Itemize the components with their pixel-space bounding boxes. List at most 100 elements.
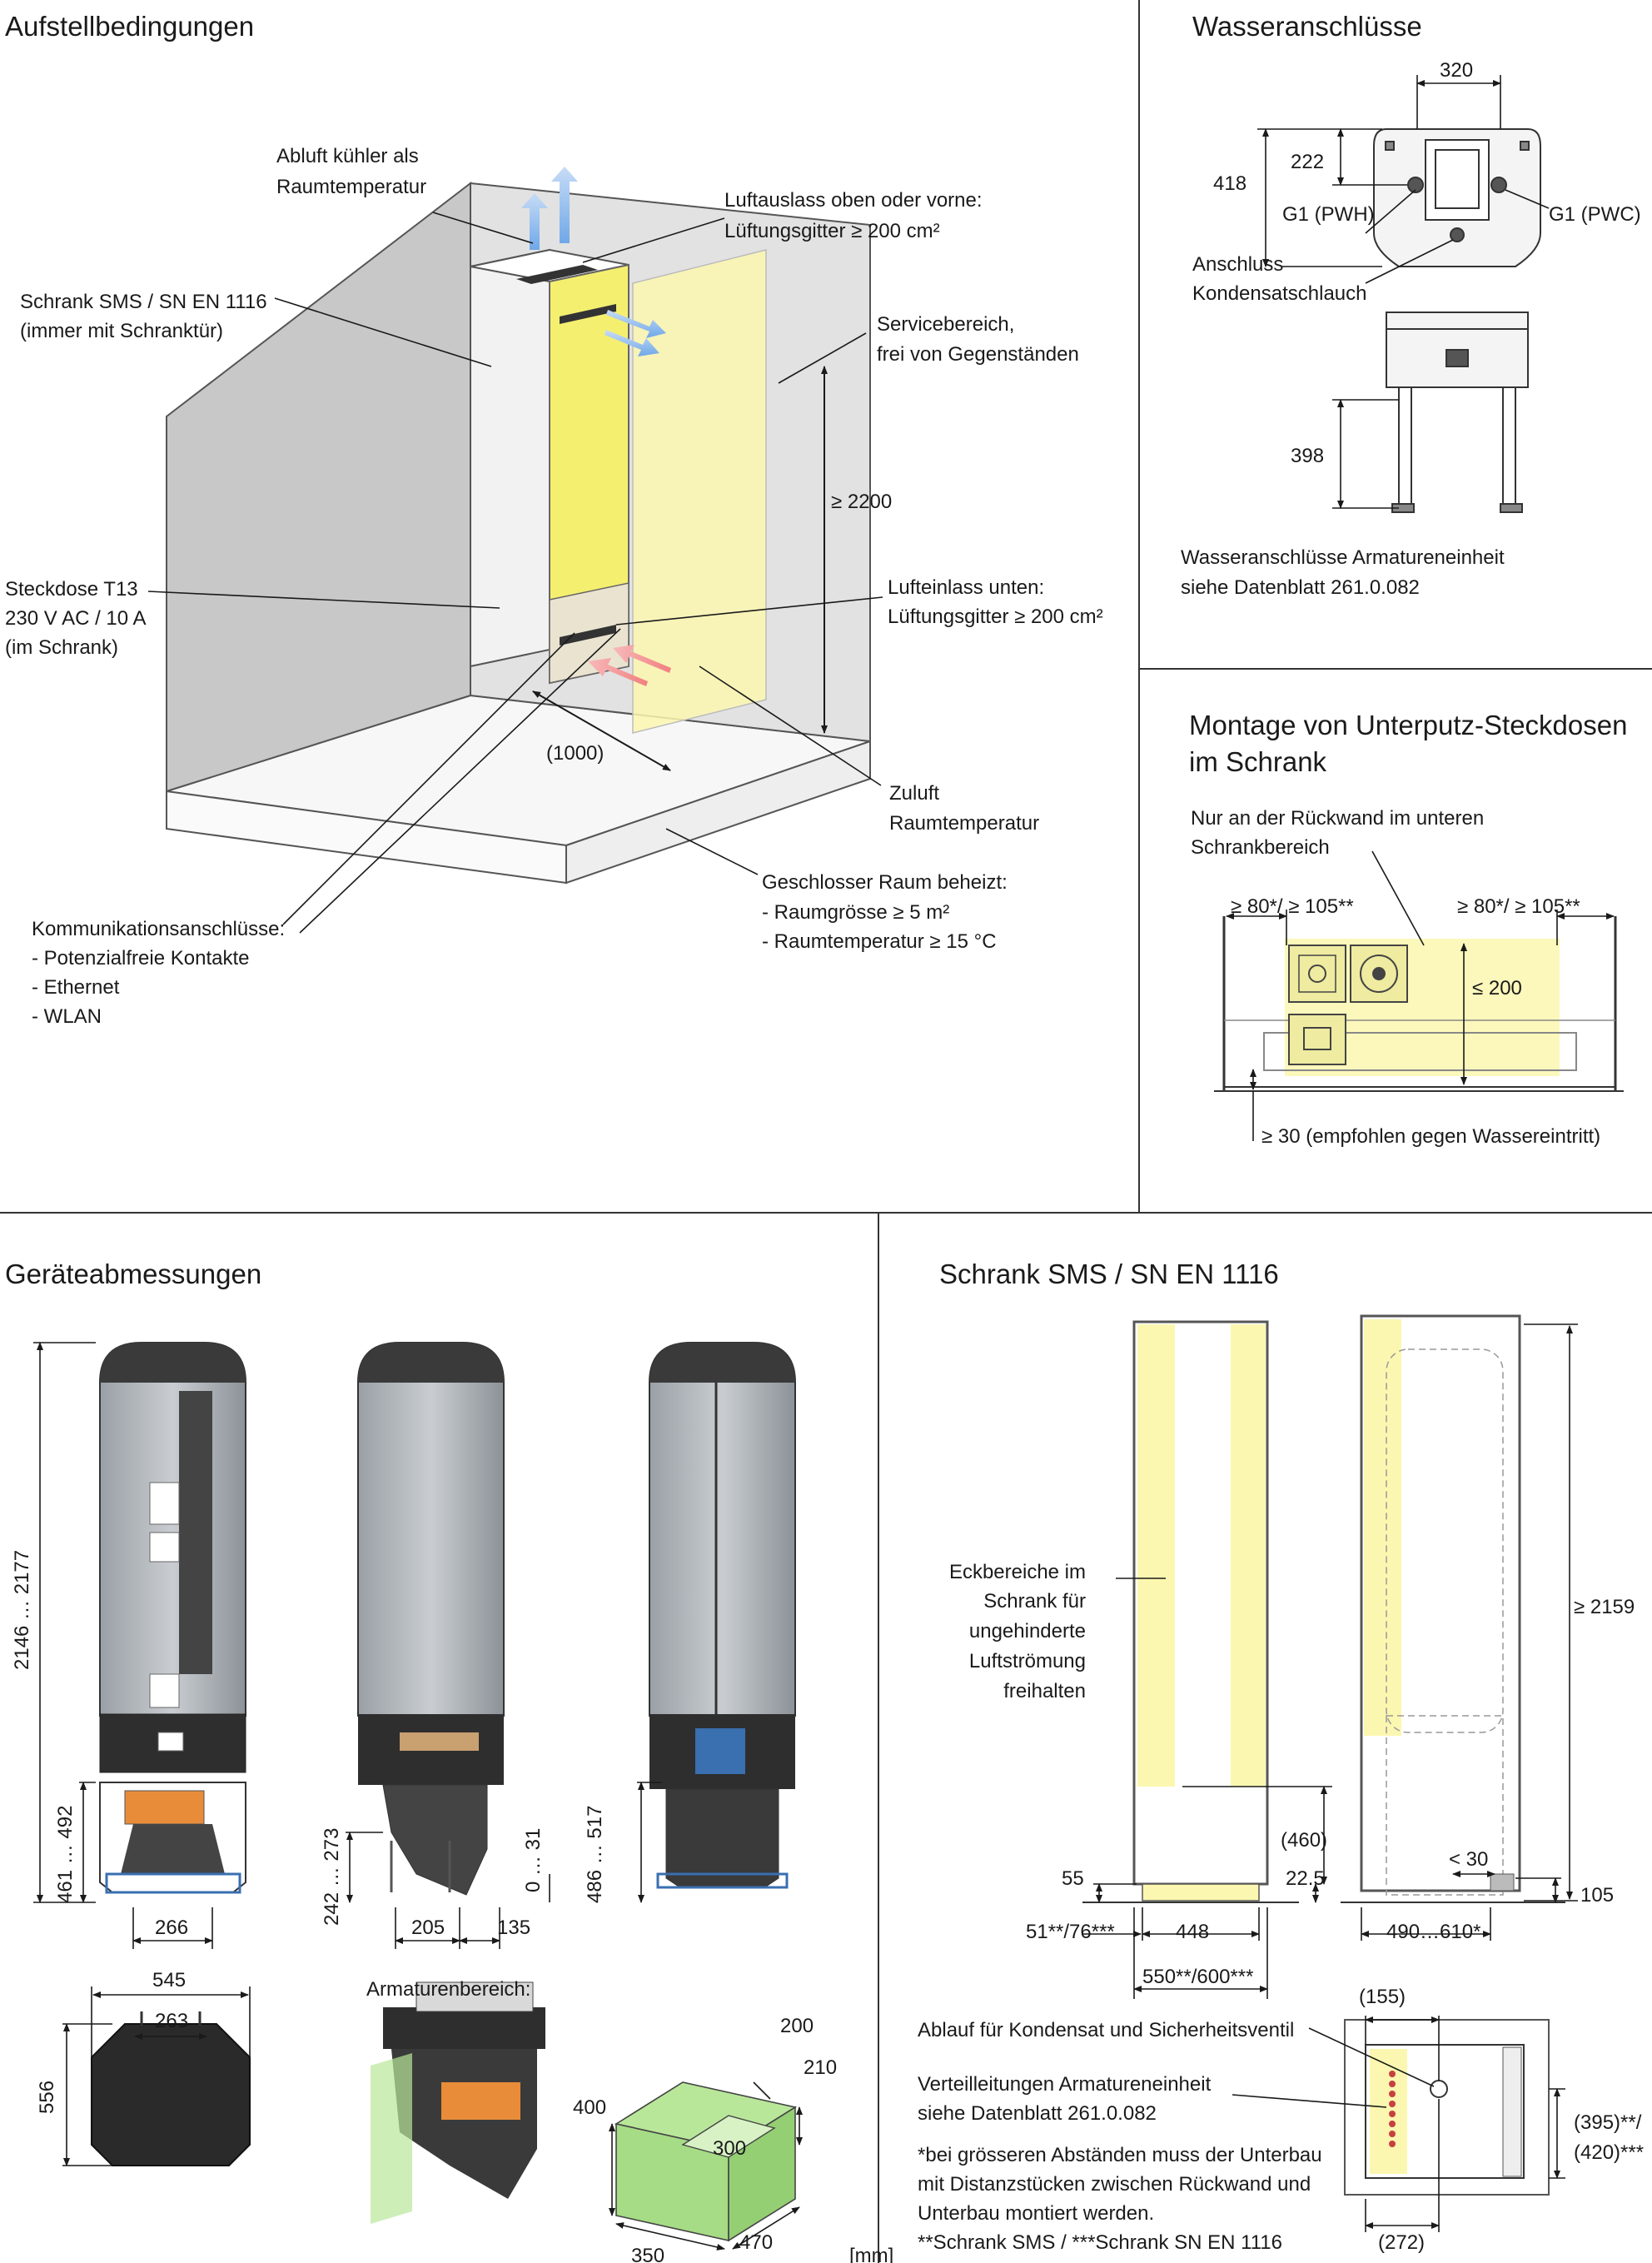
label-komm-4: - WLAN xyxy=(32,1005,102,1028)
label-komm-2: - Potenzialfreie Kontakte xyxy=(32,947,249,970)
dim-395: (395)**/ xyxy=(1574,2111,1642,2134)
dim-550-600: 550**/600*** xyxy=(1142,1966,1253,1988)
dim-155: (155) xyxy=(1359,1986,1406,2008)
label-zuluft-1: Zuluft xyxy=(889,782,939,805)
dim-22-5: 22.5 xyxy=(1286,1867,1325,1890)
title-schrank: Schrank SMS / SN EN 1116 xyxy=(939,1259,1279,1289)
label-eck-3: ungehinderte xyxy=(969,1620,1086,1642)
aufstell-labels: Abluft kühler als Raumtemperatur Luftaus… xyxy=(5,145,1103,1028)
dim-300-box: 300 xyxy=(713,2137,746,2160)
dim-418: 418 xyxy=(1213,172,1246,195)
dim-left-80: ≥ 80*/ ≥ 105** xyxy=(1231,895,1354,918)
cabinet-labels: Eckbereiche im Schrank für ungehinderte … xyxy=(918,1561,1644,2254)
dim-398: 398 xyxy=(1291,445,1324,467)
socket-hint-1: Nur an der Rückwand im unteren xyxy=(1191,807,1484,830)
label-lufteinlass-1: Lufteinlass unten: xyxy=(888,576,1044,599)
dim-490-610: 490…610* xyxy=(1386,1921,1480,1943)
note-1: *bei grösseren Abständen muss der Unterb… xyxy=(918,2144,1322,2166)
dim-135: 135 xyxy=(497,1917,530,1939)
label-pwh: G1 (PWH) xyxy=(1282,203,1375,226)
dim-lt-30: < 30 xyxy=(1449,1848,1488,1871)
socket-labels: Nur an der Rückwand im unteren Schrankbe… xyxy=(1191,807,1600,1148)
dim-486: 486 … 517 xyxy=(584,1806,606,1903)
unit-dimensions xyxy=(33,1342,803,2251)
label-kond-2: Kondensatschlauch xyxy=(1192,282,1366,305)
dim-242: 242 … 273 xyxy=(321,1828,343,1926)
note-3: Unterbau montiert werden. xyxy=(918,2202,1154,2225)
dim-200-box: 200 xyxy=(780,2015,814,2037)
room-illustration xyxy=(166,167,871,885)
dim-30-water: ≥ 30 (empfohlen gegen Wassereintritt) xyxy=(1261,1125,1600,1148)
socket-dimensions xyxy=(1226,850,1615,1141)
title-wasseranschluesse: Wasseranschlüsse xyxy=(1192,11,1422,42)
dim-350-box: 350 xyxy=(631,2245,664,2263)
label-komm-1: Kommunikationsanschlüsse: xyxy=(32,918,285,940)
label-eck-1: Eckbereiche im xyxy=(949,1561,1086,1583)
label-vert-2: siehe Datenblatt 261.0.082 xyxy=(918,2102,1157,2125)
title-montage-1: Montage von Unterputz-Steckdosen xyxy=(1189,710,1627,740)
cabinet-drawing xyxy=(1082,1314,1565,2196)
label-raum-2: - Raumgrösse ≥ 5 m² xyxy=(762,901,949,924)
dim-105: 105 xyxy=(1580,1884,1614,1907)
dim-556: 556 xyxy=(36,2081,58,2114)
label-zuluft-2: Raumtemperatur xyxy=(889,812,1039,835)
label-service-1: Servicebereich, xyxy=(877,313,1014,336)
label-luftauslass-2: Lüftungsgitter ≥ 200 cm² xyxy=(724,220,940,242)
unit-labels: 2146 … 2177 461 … 492 266 242 … 273 205 … xyxy=(11,1550,893,2263)
dim-448: 448 xyxy=(1176,1921,1209,1943)
label-eck-2: Schrank für xyxy=(983,1590,1086,1613)
dim-266: 266 xyxy=(155,1917,188,1939)
dim-200: ≤ 200 xyxy=(1472,977,1522,999)
dim-272: (272) xyxy=(1378,2231,1425,2254)
label-steckdose-3: (im Schrank) xyxy=(5,636,118,659)
label-steckdose-2: 230 V AC / 10 A xyxy=(5,607,146,630)
label-pwc: G1 (PWC) xyxy=(1549,203,1641,226)
dim-2159: ≥ 2159 xyxy=(1574,1596,1635,1618)
dim-0-31: 0 … 31 xyxy=(522,1828,545,1892)
label-kond-1: Anschluss xyxy=(1192,253,1283,276)
label-schrank-2: (immer mit Schranktür) xyxy=(20,320,223,342)
water-note-1: Wasseranschlüsse Armatureneinheit xyxy=(1181,546,1505,569)
dim-right-80: ≥ 80*/ ≥ 105** xyxy=(1457,895,1580,918)
dim-51-76: 51**/76*** xyxy=(1026,1921,1115,1943)
dim-263: 263 xyxy=(155,2010,188,2032)
water-labels: 320 222 418 G1 (PWH) G1 (PWC) Anschluss … xyxy=(1181,59,1641,599)
dim-2146: 2146 … 2177 xyxy=(11,1550,33,1670)
cabinet-dimensions xyxy=(1082,1323,1578,2232)
label-service-2: frei von Gegenständen xyxy=(877,343,1079,366)
dim-400-box: 400 xyxy=(573,2096,606,2119)
socket-mounting-drawing xyxy=(1214,916,1624,1092)
water-dimensions xyxy=(1257,75,1550,509)
label-hoehe-2200: ≥ 2200 xyxy=(831,491,892,513)
title-montage-2: im Schrank xyxy=(1189,746,1327,777)
label-komm-3: - Ethernet xyxy=(32,976,120,999)
water-note-2: siehe Datenblatt 261.0.082 xyxy=(1181,576,1420,599)
label-vert-1: Verteilleitungen Armatureneinheit xyxy=(918,2073,1212,2096)
note-4: **Schrank SMS / ***Schrank SN EN 1116 xyxy=(918,2231,1282,2254)
label-ablauf: Ablauf für Kondensat und Sicherheitsvent… xyxy=(918,2019,1294,2041)
dim-420: (420)*** xyxy=(1574,2141,1644,2164)
label-unit-mm: [mm] xyxy=(849,2245,893,2263)
label-lufteinlass-2: Lüftungsgitter ≥ 200 cm² xyxy=(888,606,1103,628)
label-steckdose-1: Steckdose T13 xyxy=(5,578,138,601)
dim-210-box: 210 xyxy=(804,2056,837,2079)
label-abluft-1: Abluft kühler als xyxy=(276,145,419,167)
water-connections-drawing xyxy=(1373,128,1541,513)
title-geraeteabmessungen: Geräteabmessungen xyxy=(5,1259,261,1289)
socket-hint-2: Schrankbereich xyxy=(1191,836,1330,859)
dim-545: 545 xyxy=(152,1969,186,1991)
label-raum-1: Geschlosser Raum beheizt: xyxy=(762,871,1008,894)
label-abstand-1000: (1000) xyxy=(546,742,604,765)
label-schrank-1: Schrank SMS / SN EN 1116 xyxy=(20,291,267,313)
label-eck-4: Luftströmung xyxy=(969,1650,1086,1672)
dim-205: 205 xyxy=(411,1917,445,1939)
label-abluft-2: Raumtemperatur xyxy=(276,176,426,198)
dim-55: 55 xyxy=(1062,1867,1084,1890)
title-aufstellbedingungen: Aufstellbedingungen xyxy=(5,11,254,42)
dim-460: (460) xyxy=(1281,1829,1327,1852)
dim-222: 222 xyxy=(1291,151,1324,173)
label-raum-3: - Raumtemperatur ≥ 15 °C xyxy=(762,930,997,953)
dim-470-box: 470 xyxy=(739,2231,773,2254)
